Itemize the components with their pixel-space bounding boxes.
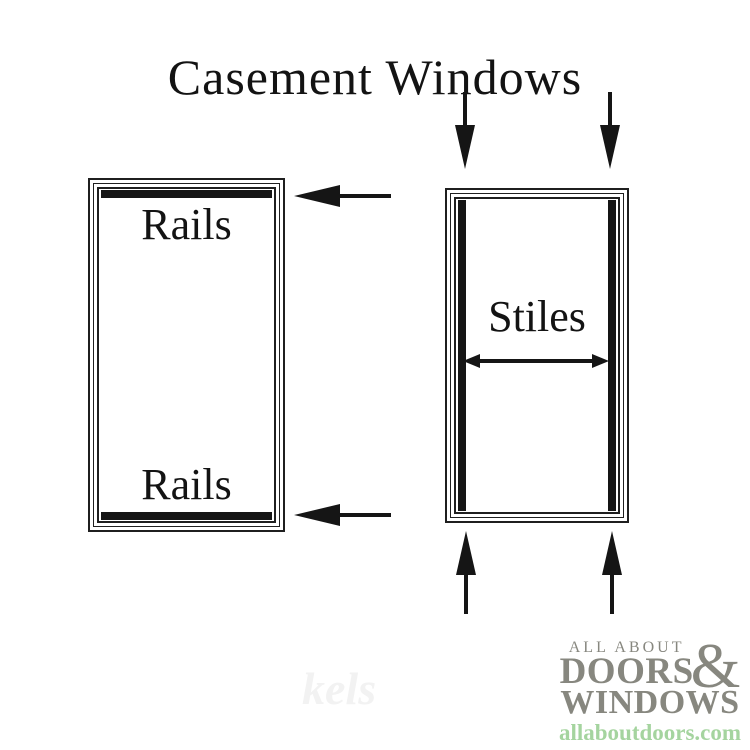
page-title: Casement Windows [167, 48, 583, 105]
arrow-up-left-icon [454, 530, 478, 614]
top-rail-bar [101, 190, 272, 198]
company-logo: ALL ABOUT DOORS & WINDOWS allaboutdoors.… [554, 629, 746, 745]
stiles-label: Stiles [488, 292, 586, 341]
left-window-diagram: Rails Rails [88, 178, 285, 532]
left-window-sash: Rails Rails [97, 187, 276, 523]
logo-website-url: allaboutdoors.com [558, 720, 742, 745]
rails-label-bottom: Rails [141, 460, 232, 509]
right-window-diagram: Stiles [445, 188, 629, 523]
arrow-down-right-icon [598, 92, 622, 170]
right-window-frame: Stiles [450, 193, 624, 518]
arrow-down-left-icon [453, 92, 477, 170]
right-window-sash: Stiles [454, 197, 620, 514]
arrow-left-bottom-icon [293, 502, 393, 528]
logo-windows-text: WINDOWS [560, 683, 740, 721]
left-window-frame: Rails Rails [93, 183, 280, 527]
logo-doors-text: DOORS [559, 650, 694, 692]
left-stile-bar [458, 200, 466, 511]
rails-label-top: Rails [141, 200, 232, 249]
watermark-text: kels [302, 663, 377, 714]
ampersand-glyph: & [690, 629, 741, 701]
bottom-rail-bar [101, 512, 272, 520]
logo-tagline: ALL ABOUT [568, 638, 685, 656]
arrow-left-top-icon [293, 183, 393, 209]
double-headed-arrow-icon [462, 352, 610, 375]
right-stile-bar [608, 200, 616, 511]
arrow-up-right-icon [600, 530, 624, 614]
